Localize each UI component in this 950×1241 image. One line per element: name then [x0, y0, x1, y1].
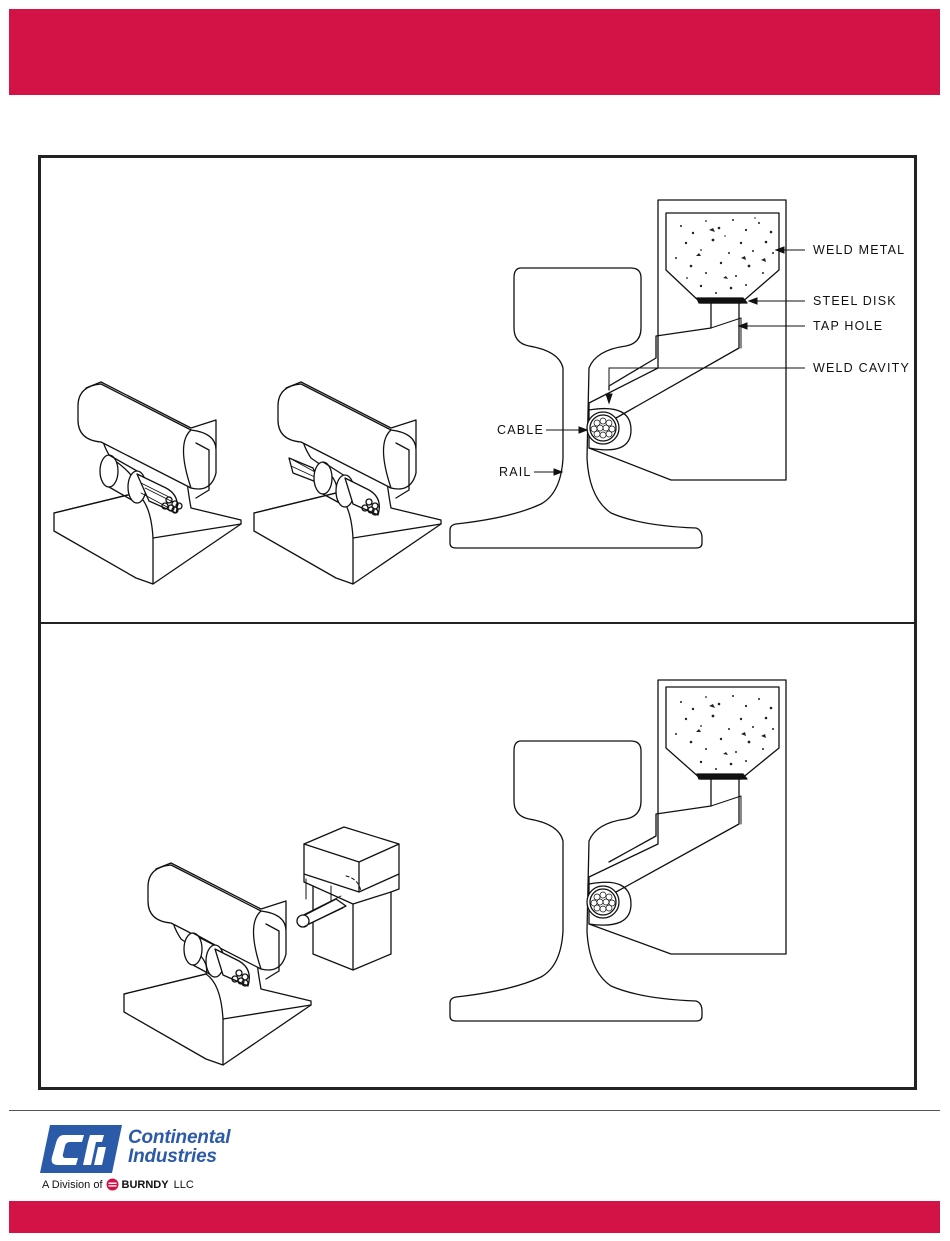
steel-disk-2 — [697, 774, 747, 779]
label-cable: CABLE — [497, 423, 544, 437]
footer-rule — [9, 1110, 940, 1111]
rail-isometric-2 — [254, 382, 441, 584]
weld-metal-fill — [675, 217, 774, 294]
division-line: A Division of BURNDY LLC — [42, 1178, 194, 1191]
cable-cross-section — [587, 412, 619, 444]
label-weld-metal: WELD METAL — [813, 243, 905, 257]
crucible — [666, 213, 779, 303]
label-tap-hole: TAP HOLE — [813, 319, 883, 333]
label-rail: RAIL — [499, 465, 532, 479]
mold-block-isometric — [297, 827, 399, 970]
tap-hole-channel — [609, 303, 739, 424]
burndy-logo-icon — [106, 1178, 119, 1191]
lower-panel — [41, 624, 914, 1087]
parent-company-name: BURNDY — [122, 1179, 169, 1191]
mold-outline-2 — [589, 680, 786, 954]
rail-isometric-1 — [54, 382, 241, 584]
rail-cross-section — [450, 268, 702, 548]
parent-company-suffix: LLC — [174, 1179, 194, 1191]
rail-cross-section-2 — [450, 741, 702, 1021]
label-weld-cavity: WELD CAVITY — [813, 361, 910, 375]
rail-isometric-3 — [124, 863, 311, 1065]
crucible-2 — [666, 687, 779, 779]
mold-outline — [589, 200, 786, 480]
header-band — [9, 9, 940, 95]
weld-metal-fill-2 — [675, 695, 774, 770]
company-wordmark: Continental Industries — [128, 1128, 230, 1166]
continental-industries-logo-icon — [40, 1125, 122, 1173]
steel-disk — [697, 298, 747, 303]
label-steel-disk: STEEL DISK — [813, 294, 897, 308]
weld-cavity-leader — [609, 368, 805, 390]
company-name-line2: Industries — [128, 1147, 230, 1166]
footer-band — [9, 1201, 940, 1233]
diagram-frame: WELD METAL STEEL DISK TAP HOLE WELD CAVI… — [38, 155, 917, 1090]
company-name-line1: Continental — [128, 1128, 230, 1147]
upper-panel: WELD METAL STEEL DISK TAP HOLE WELD CAVI… — [41, 158, 914, 622]
division-prefix: A Division of — [42, 1179, 103, 1191]
cable-cross-section-2 — [587, 886, 619, 918]
